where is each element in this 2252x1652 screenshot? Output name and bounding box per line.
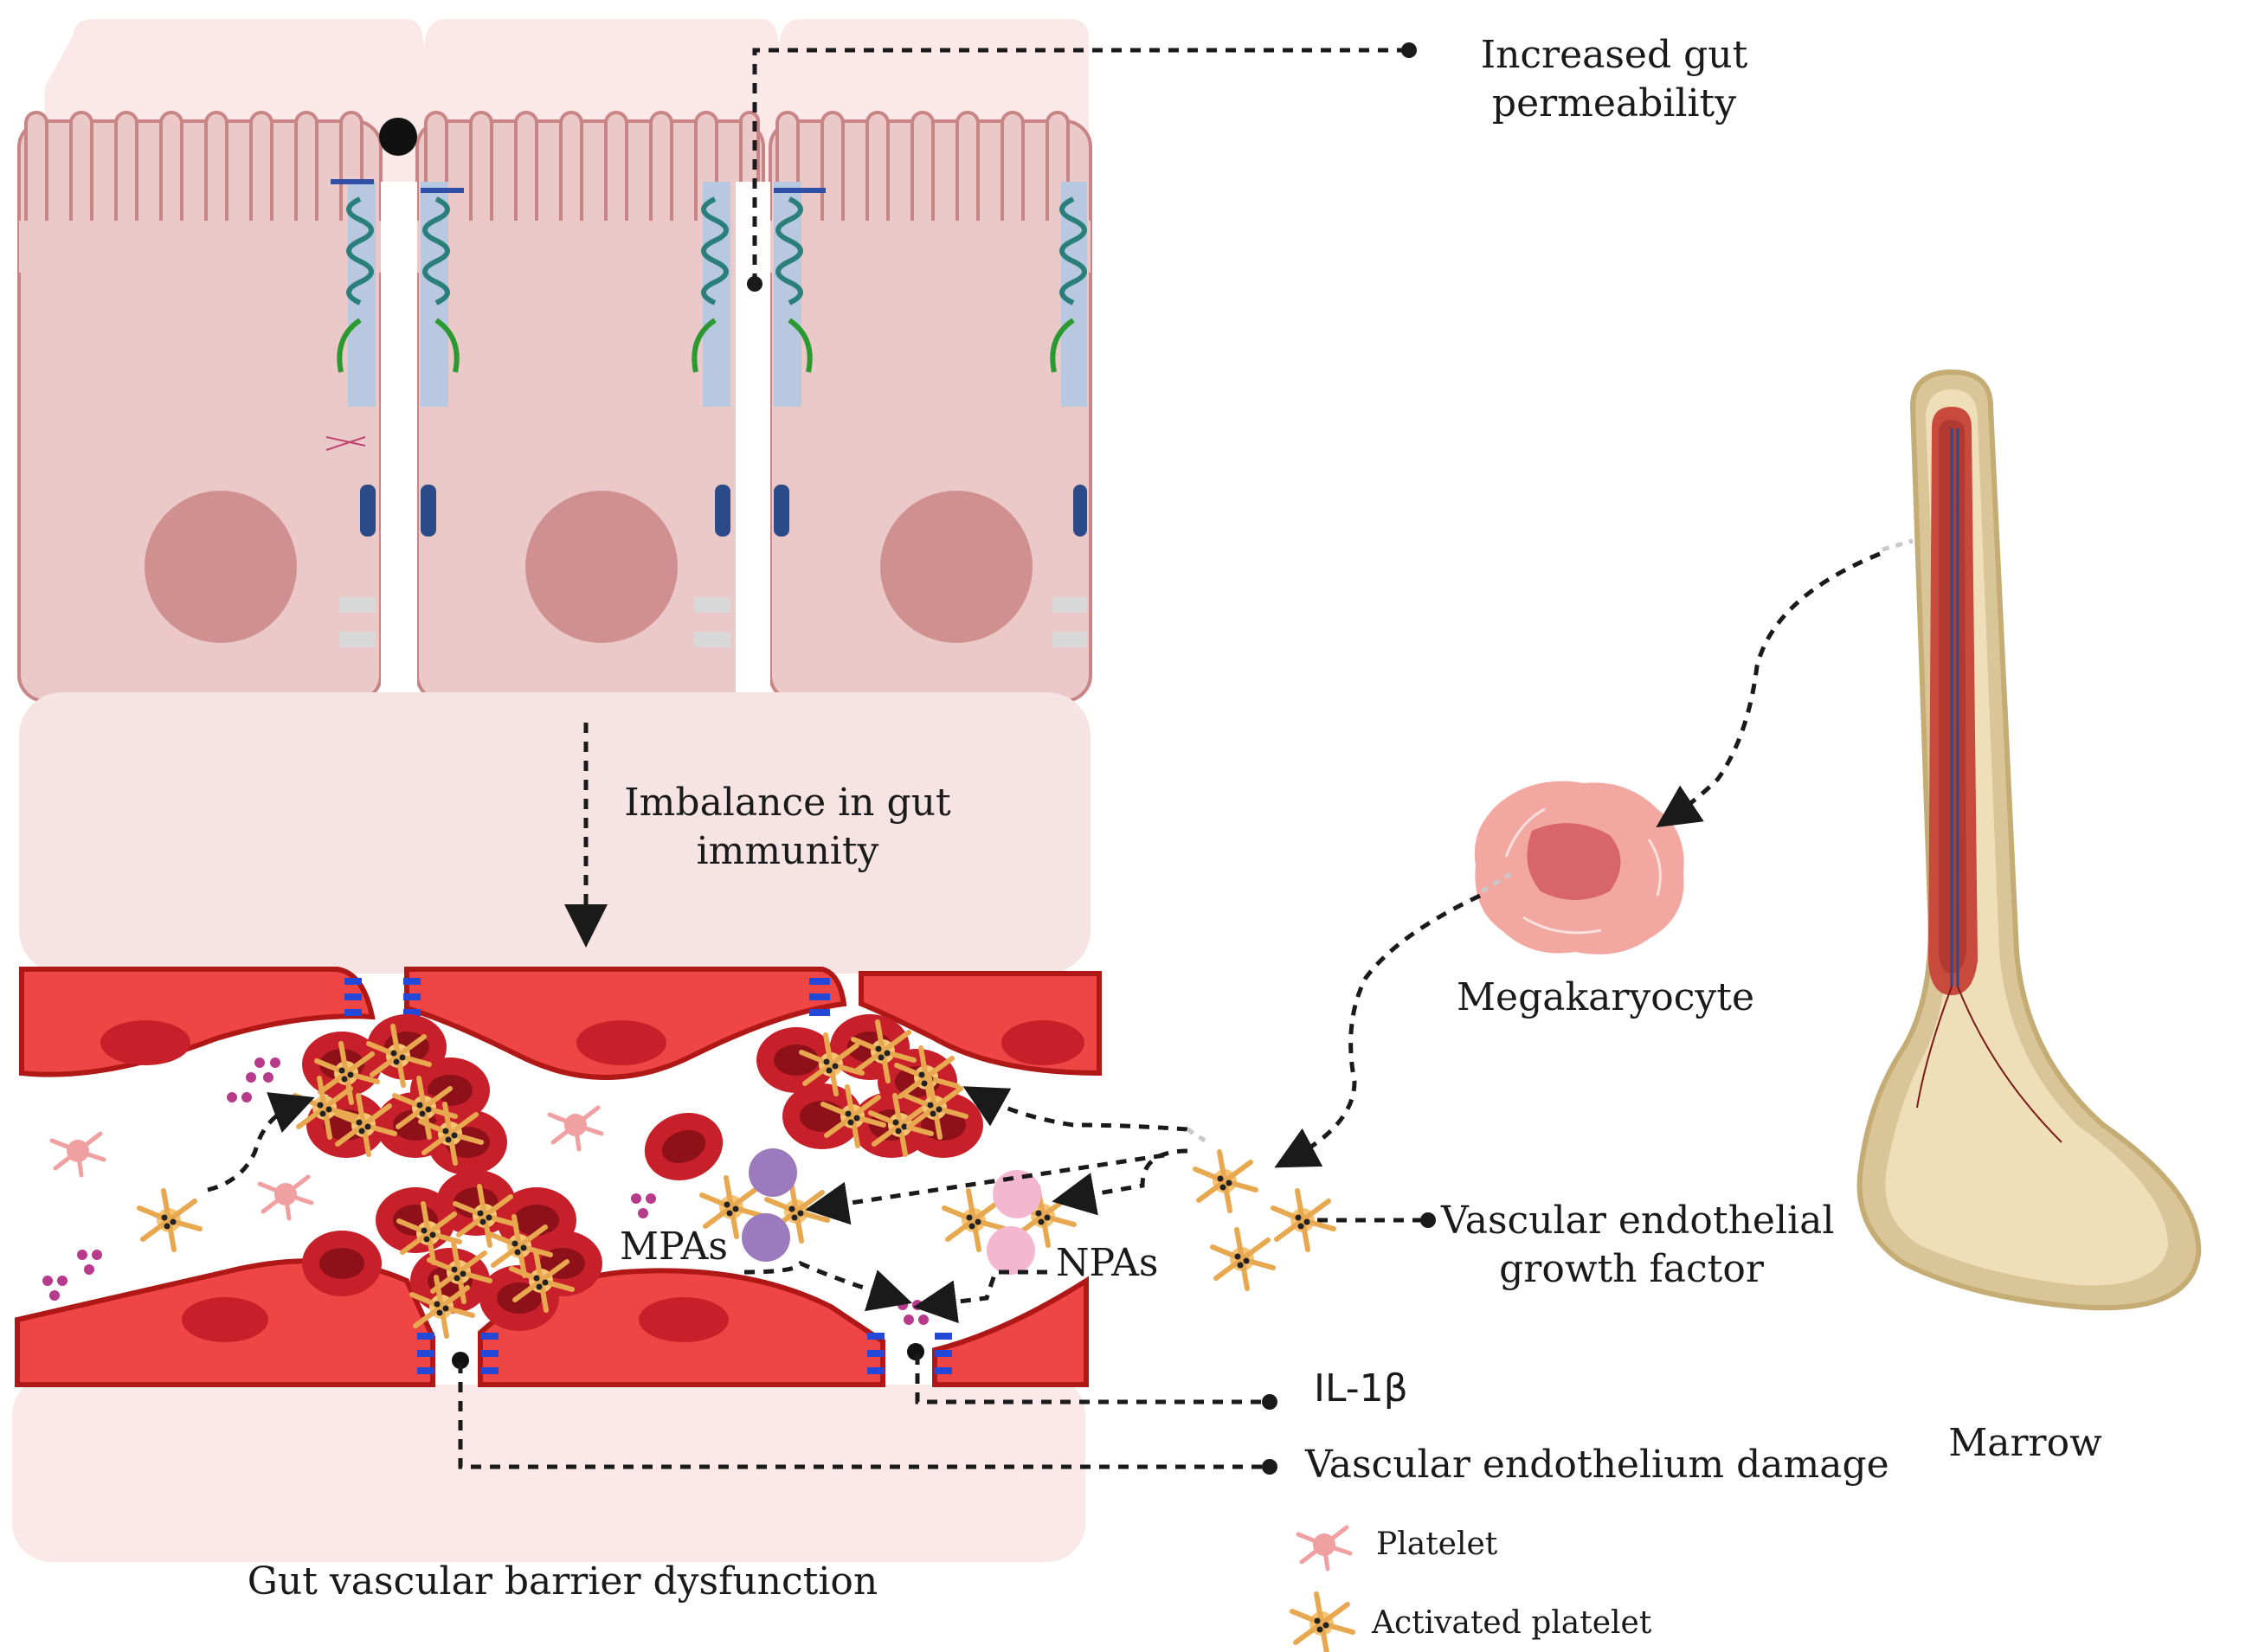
neutrophils bbox=[987, 1170, 1041, 1275]
barrier-dysfunction-label: Gut vascular barrier dysfunction bbox=[247, 1559, 878, 1604]
lamina-propria bbox=[19, 692, 1091, 974]
il1b-label: IL-1β bbox=[1314, 1366, 1408, 1411]
marrow-label: Marrow bbox=[1948, 1421, 2102, 1465]
megakaryocyte-cell bbox=[1474, 781, 1684, 955]
legend-activated-platelet-icon bbox=[1292, 1594, 1353, 1652]
mpas-label: MPAs bbox=[620, 1225, 728, 1269]
vegf-label: Vascular endothelial growth factor bbox=[1441, 1199, 1835, 1291]
megakaryocyte-label: Megakaryocyte bbox=[1457, 975, 1754, 1019]
intestinal-epithelium bbox=[17, 19, 1092, 703]
legend-label-activated-platelet: Activated platelet bbox=[1372, 1605, 1652, 1641]
increased-permeability-label: Increased gut permeability bbox=[1480, 33, 1748, 125]
endothelium-damage-label: Vascular endothelium damage bbox=[1305, 1443, 1889, 1487]
legend-platelet-icon bbox=[1298, 1527, 1350, 1569]
imbalance-immunity-label: Imbalance in gut immunity bbox=[624, 781, 951, 873]
legend-label-platelet: Platelet bbox=[1376, 1527, 1498, 1562]
npas-label: NPAs bbox=[1056, 1241, 1159, 1285]
femur-bone bbox=[1856, 369, 2202, 1311]
blood-vessel bbox=[15, 967, 1102, 1387]
monocytes bbox=[742, 1148, 797, 1262]
vegf-platelet-cluster bbox=[1195, 1152, 1334, 1289]
